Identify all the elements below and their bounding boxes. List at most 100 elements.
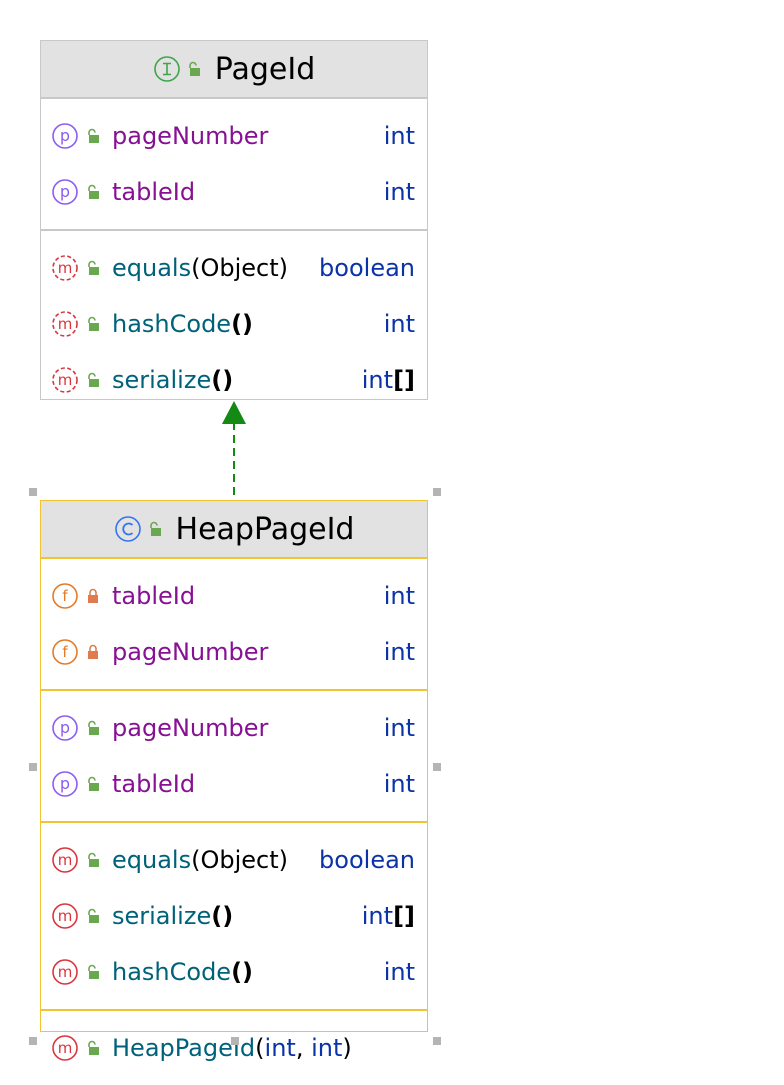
public-visibility-icon — [88, 908, 99, 923]
property-row[interactable]: p tableId int — [41, 756, 427, 812]
field-type: int — [383, 582, 415, 610]
property-type: int — [383, 770, 415, 798]
property-row[interactable]: p tableId int — [41, 164, 427, 220]
property-name: tableId — [112, 770, 196, 798]
return-type: boolean — [319, 846, 415, 874]
public-visibility-icon — [88, 964, 99, 979]
public-visibility-icon — [88, 372, 99, 387]
property-icon: p — [52, 123, 78, 149]
field-name: pageNumber — [112, 638, 269, 666]
method-signature: equals(Object) — [112, 254, 289, 282]
svg-text:m: m — [58, 963, 73, 981]
return-type: int — [383, 958, 415, 986]
public-visibility-icon — [88, 128, 99, 143]
public-visibility-icon — [88, 184, 99, 199]
resize-handle-top-right[interactable] — [433, 488, 441, 496]
public-visibility-icon — [188, 61, 200, 76]
property-icon: p — [52, 179, 78, 205]
pageid-header: PageId — [41, 41, 427, 99]
method-row[interactable]: m serialize() int[] — [41, 888, 427, 944]
pageid-methods-section: m equals(Object) boolean m hashCode() in… — [41, 229, 427, 417]
heappageid-fields-section: f tableId int f pageNumber int — [41, 559, 427, 689]
abstract-method-icon: m — [52, 311, 78, 337]
resize-handle-top-left[interactable] — [29, 488, 37, 496]
constructor-signature: HeapPageId(int, int) — [112, 1034, 352, 1062]
pageid-interface-node[interactable]: PageId p pageNumber int p tableId — [40, 40, 428, 400]
resize-handle-middle-left[interactable] — [29, 763, 37, 771]
method-row[interactable]: m hashCode() int — [41, 944, 427, 1000]
public-visibility-icon — [149, 521, 161, 536]
pageid-properties-section: p pageNumber int p tableId int — [41, 99, 427, 229]
svg-text:p: p — [60, 126, 70, 145]
heappageid-title: HeapPageId — [175, 511, 355, 547]
svg-text:m: m — [58, 907, 73, 925]
svg-text:p: p — [60, 718, 70, 737]
method-signature: serialize() — [112, 366, 234, 394]
property-name: tableId — [112, 178, 196, 206]
public-visibility-icon — [88, 260, 99, 275]
private-visibility-icon — [88, 644, 98, 659]
resize-handle-bottom-right[interactable] — [433, 1037, 441, 1045]
property-icon: p — [52, 771, 78, 797]
property-type: int — [383, 714, 415, 742]
constructor-row[interactable]: m HeapPageId(int, int) — [41, 1020, 427, 1076]
abstract-method-icon: m — [52, 255, 78, 281]
return-type: boolean — [319, 254, 415, 282]
field-row[interactable]: f tableId int — [41, 568, 427, 624]
svg-text:m: m — [58, 371, 73, 389]
property-name: pageNumber — [112, 122, 269, 150]
property-name: pageNumber — [112, 714, 269, 742]
arrowhead-icon — [222, 401, 246, 424]
return-type: int[] — [361, 366, 415, 394]
property-type: int — [383, 122, 415, 150]
interface-icon — [153, 56, 180, 82]
svg-text:m: m — [58, 851, 73, 869]
svg-text:f: f — [62, 587, 68, 605]
property-icon: p — [52, 715, 78, 741]
heappageid-methods-section: m equals(Object) boolean m serialize() i… — [41, 821, 427, 1009]
property-row[interactable]: p pageNumber int — [41, 700, 427, 756]
svg-text:p: p — [60, 774, 70, 793]
heappageid-class-node[interactable]: HeapPageId f tableId int f pageNum — [40, 500, 428, 1062]
method-icon: m — [52, 959, 78, 985]
pageid-title: PageId — [214, 51, 316, 87]
resize-handle-bottom-middle[interactable] — [231, 1037, 239, 1045]
method-row[interactable]: m equals(Object) boolean — [41, 240, 427, 296]
method-signature: hashCode() — [112, 958, 254, 986]
method-icon: m — [52, 847, 78, 873]
field-type: int — [383, 638, 415, 666]
private-visibility-icon — [88, 588, 98, 603]
public-visibility-icon — [88, 720, 99, 735]
heappageid-header: HeapPageId — [41, 501, 427, 559]
resize-handle-bottom-left[interactable] — [29, 1037, 37, 1045]
method-signature: hashCode() — [112, 310, 254, 338]
abstract-method-icon: m — [52, 367, 78, 393]
svg-text:f: f — [62, 643, 68, 661]
method-row[interactable]: m serialize() int[] — [41, 352, 427, 408]
property-row[interactable]: p pageNumber int — [41, 108, 427, 164]
method-icon: m — [52, 903, 78, 929]
svg-text:m: m — [58, 259, 73, 277]
svg-text:m: m — [58, 315, 73, 333]
method-row[interactable]: m hashCode() int — [41, 296, 427, 352]
return-type: int[] — [361, 902, 415, 930]
resize-handle-middle-right[interactable] — [433, 763, 441, 771]
field-row[interactable]: f pageNumber int — [41, 624, 427, 680]
method-icon: m — [52, 1035, 78, 1061]
public-visibility-icon — [88, 776, 99, 791]
public-visibility-icon — [88, 316, 99, 331]
class-icon — [114, 516, 141, 542]
return-type: int — [383, 310, 415, 338]
svg-text:m: m — [58, 1039, 73, 1057]
heappageid-constructors-section: m HeapPageId(int, int) — [41, 1009, 427, 1085]
field-icon: f — [52, 639, 78, 665]
method-signature: serialize() — [112, 902, 234, 930]
field-name: tableId — [112, 582, 196, 610]
field-icon: f — [52, 583, 78, 609]
method-row[interactable]: m equals(Object) boolean — [41, 832, 427, 888]
public-visibility-icon — [88, 1040, 99, 1055]
heappageid-properties-section: p pageNumber int p tableId int — [41, 689, 427, 821]
svg-text:p: p — [60, 182, 70, 201]
property-type: int — [383, 178, 415, 206]
